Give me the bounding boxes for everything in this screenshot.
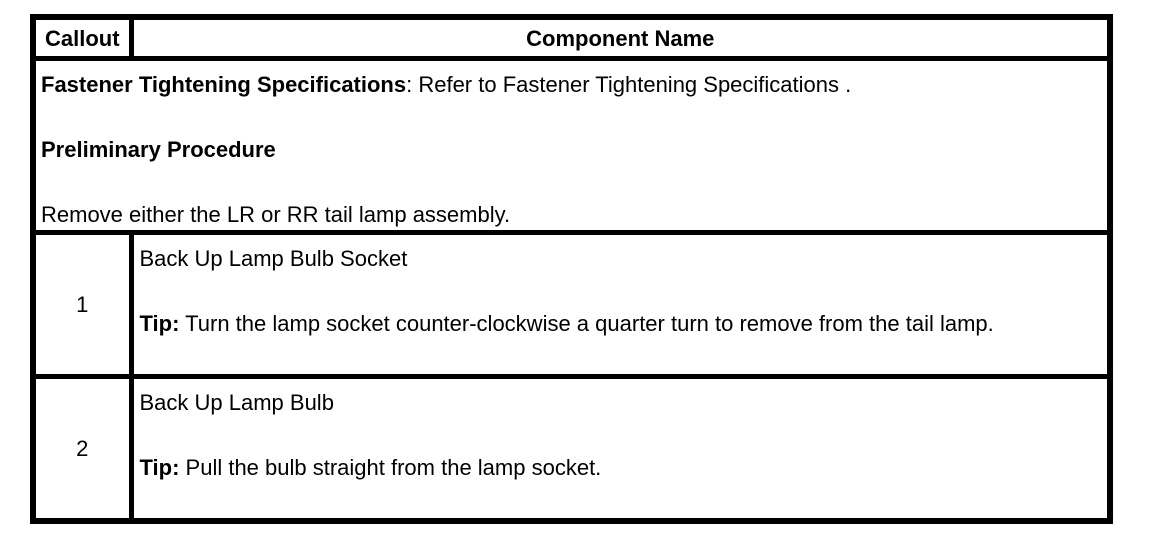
tip-label: Tip: bbox=[139, 455, 180, 480]
preliminary-procedure-text: Remove either the LR or RR tail lamp ass… bbox=[41, 202, 511, 227]
table-row: 1 Back Up Lamp Bulb Socket Tip: Turn the… bbox=[30, 230, 1113, 379]
table-header-row: Callout Component Name bbox=[30, 14, 1113, 61]
fastener-spec-label: Fastener Tightening Specifications bbox=[41, 72, 407, 97]
component-name: Back Up Lamp Bulb Socket bbox=[139, 246, 408, 271]
callout-column-header: Callout bbox=[30, 14, 134, 61]
component-name-column-header: Component Name bbox=[128, 14, 1113, 61]
preliminary-procedure-paragraph: Preliminary Procedure bbox=[41, 137, 1101, 162]
table-row: 2 Back Up Lamp Bulb Tip: Pull the bulb s… bbox=[30, 374, 1113, 524]
preamble-cell: Fastener Tightening Specifications: Refe… bbox=[30, 56, 1113, 235]
preliminary-procedure-label: Preliminary Procedure bbox=[41, 137, 276, 162]
callout-component-table: Callout Component Name Fastener Tighteni… bbox=[30, 14, 1113, 524]
callout-number: 1 bbox=[30, 230, 134, 379]
component-tip: Tip: Pull the bulb straight from the lam… bbox=[140, 455, 1102, 480]
tip-label: Tip: bbox=[139, 311, 180, 336]
component-cell: Back Up Lamp Bulb Tip: Pull the bulb str… bbox=[128, 374, 1113, 524]
tip-text: Turn the lamp socket counter-clockwise a… bbox=[179, 311, 994, 336]
tip-text: Pull the bulb straight from the lamp soc… bbox=[179, 455, 602, 480]
component-cell: Back Up Lamp Bulb Socket Tip: Turn the l… bbox=[128, 230, 1113, 379]
preamble-row: Fastener Tightening Specifications: Refe… bbox=[30, 56, 1113, 235]
fastener-spec-text: : Refer to Fastener Tightening Specifica… bbox=[406, 72, 852, 97]
component-name: Back Up Lamp Bulb bbox=[139, 390, 334, 415]
callout-number: 2 bbox=[30, 374, 134, 524]
fastener-spec-paragraph: Fastener Tightening Specifications: Refe… bbox=[41, 72, 1101, 97]
component-tip: Tip: Turn the lamp socket counter-clockw… bbox=[140, 311, 1102, 336]
